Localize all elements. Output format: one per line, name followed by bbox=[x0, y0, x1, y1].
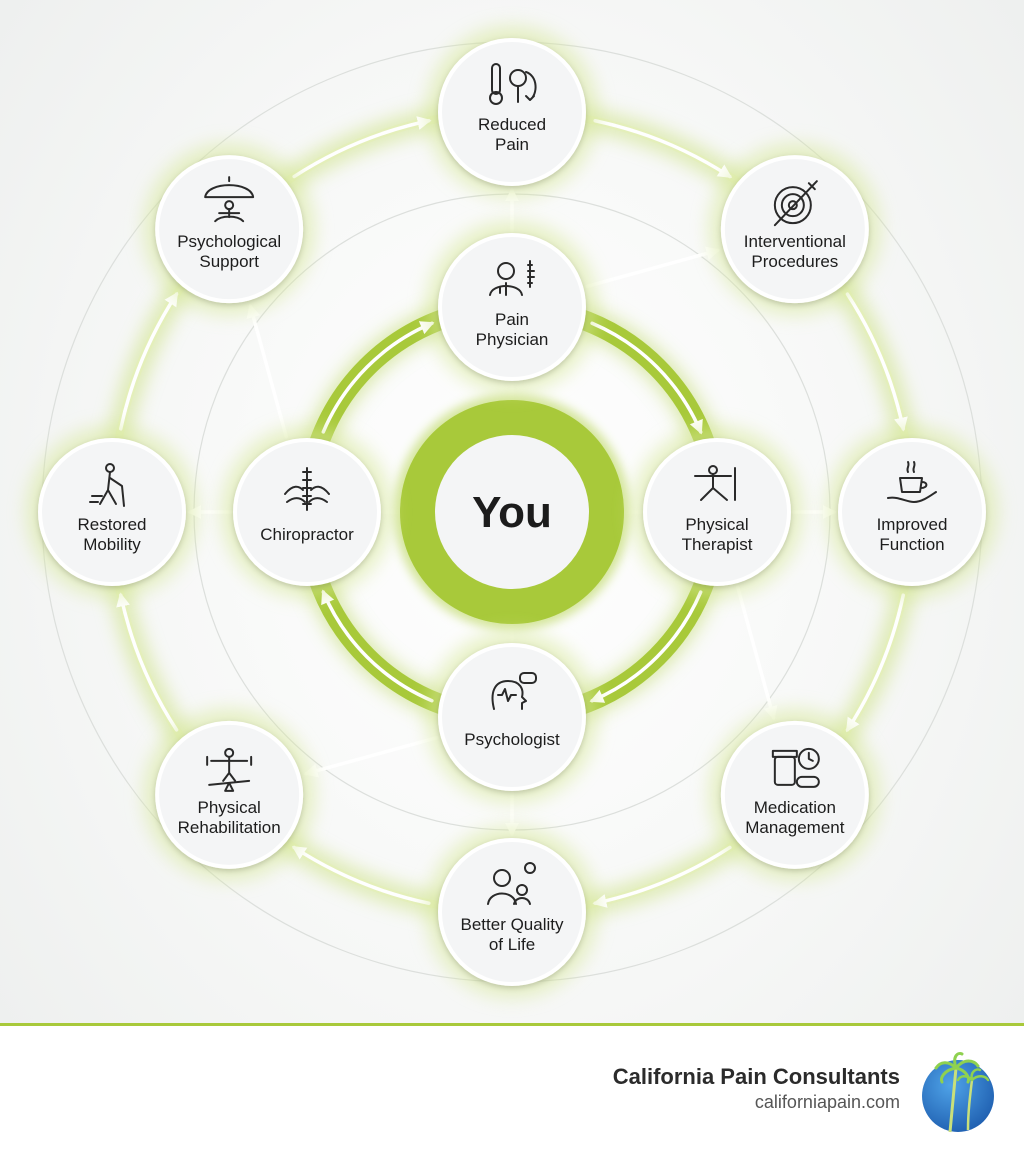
restored-mobility-label: Mobility bbox=[83, 535, 141, 554]
better-quality-of-life-label: of Life bbox=[489, 935, 535, 954]
physical-rehabilitation-label: Physical bbox=[198, 798, 261, 817]
doctor-spine-icon bbox=[489, 260, 535, 296]
reduced-pain-label: Reduced bbox=[478, 115, 546, 134]
stretching-person-icon bbox=[694, 465, 736, 501]
footer-divider bbox=[0, 1023, 1024, 1026]
brand-url[interactable]: californiapain.com bbox=[754, 1092, 900, 1112]
chiropractor-label: Chiropractor bbox=[260, 525, 354, 544]
pill-bottle-clock-icon bbox=[771, 747, 820, 788]
medication-management-label: Management bbox=[745, 818, 845, 837]
umbrella-meditation-icon bbox=[204, 176, 255, 223]
psychological-support-label: Psychological bbox=[177, 232, 281, 251]
physical-therapist-label: Physical bbox=[685, 515, 748, 534]
brand-name: California Pain Consultants bbox=[612, 1064, 900, 1089]
better-quality-of-life-label: Better Quality bbox=[461, 915, 564, 934]
pain-physician-label: Pain bbox=[495, 310, 529, 329]
family-sun-icon bbox=[487, 862, 536, 905]
center-label: You bbox=[472, 488, 552, 537]
palm-tree-globe-icon bbox=[922, 1052, 994, 1133]
center-node: You bbox=[394, 394, 630, 630]
node-psychologist: Psychologist bbox=[426, 631, 598, 803]
pain-physician-label: Physician bbox=[476, 330, 549, 349]
head-chat-icon bbox=[491, 672, 537, 710]
interventional-procedures-label: Interventional bbox=[744, 232, 846, 251]
interventional-procedures-label: Procedures bbox=[751, 252, 838, 271]
balance-weights-icon bbox=[206, 747, 253, 792]
improved-function-label: Function bbox=[879, 535, 944, 554]
physical-therapist-label: Therapist bbox=[682, 535, 753, 554]
psychologist-label: Psychologist bbox=[464, 730, 560, 749]
node-chiropractor: Chiropractor bbox=[221, 426, 393, 598]
target-syringe-icon bbox=[773, 180, 818, 227]
service-nodes: ReducedPainInterventionalProceduresImpro… bbox=[26, 26, 998, 998]
hand-cup-icon bbox=[887, 461, 937, 503]
restored-mobility-label: Restored bbox=[78, 515, 147, 534]
thermometer-down-icon bbox=[489, 63, 537, 105]
footer bbox=[0, 1026, 1024, 1154]
medication-management-label: Medication bbox=[754, 798, 836, 817]
improved-function-label: Improved bbox=[877, 515, 948, 534]
reduced-pain-label: Pain bbox=[495, 135, 529, 154]
physical-rehabilitation-label: Rehabilitation bbox=[178, 818, 281, 837]
care-network-diagram: You ReducedPainInterventionalProceduresI… bbox=[26, 26, 998, 998]
psychological-support-label: Support bbox=[199, 252, 259, 271]
walking-cane-icon bbox=[89, 463, 125, 507]
hands-spine-icon bbox=[284, 467, 330, 511]
